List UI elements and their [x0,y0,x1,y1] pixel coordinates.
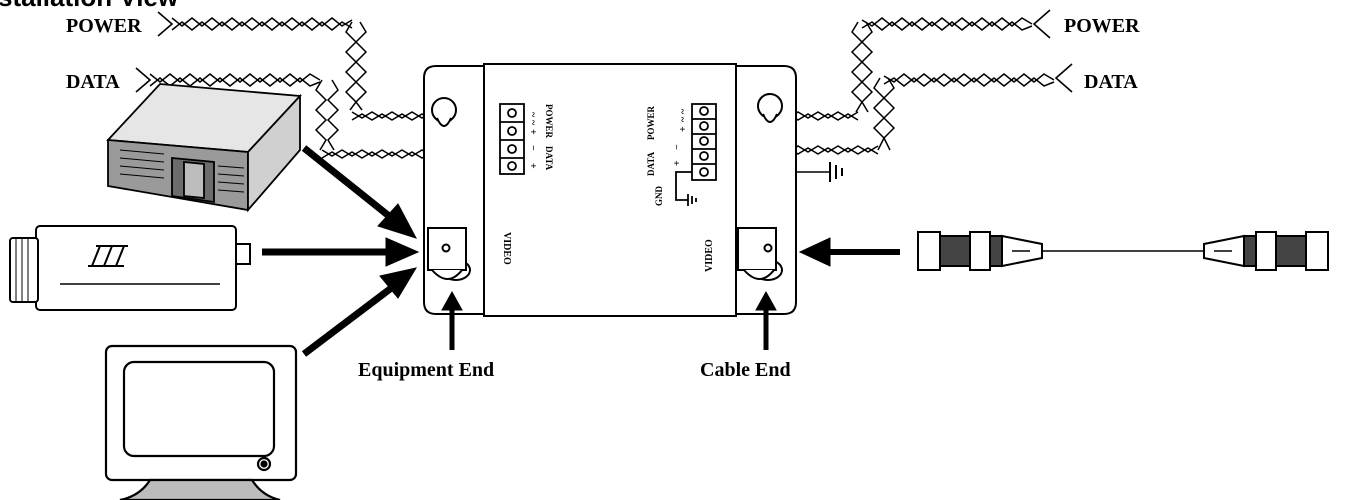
right-data-wire [883,73,1055,83]
left-data-label: DATA [66,71,120,93]
bnc-cable-icon [917,231,1329,271]
right-sign-4: − [672,144,683,150]
right-power-drop [850,21,864,113]
left-power-drop [344,21,358,111]
page-title: stallation View [0,0,179,12]
left-video-label: VIDEO [501,232,512,265]
right-terminal-power-label: POWER [646,105,656,140]
right-sign-3: + [678,126,689,132]
left-keyhole [431,97,457,127]
right-sign-1: ~ [678,108,689,114]
right-keyhole [757,93,783,123]
left-wire-ends [135,11,174,93]
right-terminal-gnd-label: GND [654,186,664,207]
left-data-wire-b [149,77,321,87]
cable-end-label: Cable End [700,359,791,381]
left-sign-4: − [527,145,538,151]
unit-ground-icon [675,171,697,206]
cable-arrow [798,237,900,267]
right-sign-2: ~ [678,116,689,122]
left-terminal-block [499,103,525,175]
left-power-wire [171,17,353,27]
left-sign-5: + [527,163,538,169]
left-video-connector[interactable] [427,227,467,280]
left-sign-1: ~ [527,112,538,118]
right-data-wire-b [883,77,1055,87]
equipment-end-arrow [441,290,463,350]
right-data-drop [872,77,886,151]
left-power-wire-b [171,21,353,31]
right-terminal-labels: POWER DATA GND ~ ~ + − + [646,105,689,206]
dvr-arrow [301,145,397,223]
right-terminal-block [691,103,717,181]
camera-icon [9,225,251,311]
left-data-drop-b [326,79,340,151]
right-wire-ends [1032,9,1073,93]
left-sign-2: ~ [527,120,538,126]
left-terminal-data-label: DATA [544,146,554,171]
right-video-connector[interactable] [737,227,777,280]
equipment-end-label: Equipment End [358,359,494,381]
right-power-drop-b [860,21,874,113]
left-data-drop [314,79,328,151]
right-power-label: POWER [1064,15,1140,37]
right-power-wire-b [861,21,1033,31]
right-data-label: DATA [1084,71,1138,93]
right-terminal-data-label: DATA [646,151,656,176]
left-data-wire [149,73,321,83]
left-terminal-labels: POWER DATA ~ ~ + − + [527,104,554,171]
unit-body [483,63,737,317]
right-sign-5: + [672,160,683,166]
left-sign-3: + [527,129,538,135]
left-power-label: POWER [66,15,142,37]
right-data-drop-b [882,77,896,151]
left-power-drop-b [354,21,368,111]
balun-unit [423,63,797,317]
monitor-arrow [301,283,397,357]
left-terminal-power-label: POWER [544,104,554,139]
right-video-label: VIDEO [704,239,715,272]
cable-end-arrow [755,290,777,350]
monitor-icon [104,344,298,500]
equipment-arrows [262,145,420,357]
right-power-wire [861,17,1033,27]
dvr-icon [106,83,302,213]
ground-icon [829,162,843,182]
